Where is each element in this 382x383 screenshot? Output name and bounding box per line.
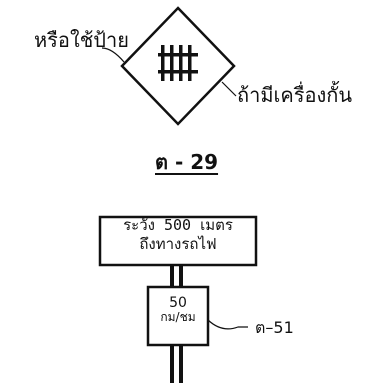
- railroad-distance-sign-assembly: [98, 215, 258, 383]
- sign-line-2: ถึงทางรถไฟ: [139, 235, 217, 253]
- caption-pointer-lines: [101, 47, 237, 97]
- track-symbol: [158, 45, 198, 81]
- if-barrier-caption: ถ้ามีเครื่องกั้น: [237, 83, 353, 107]
- railroad-distance-sign-text: ระวัง 500 เมตร ถึงทางรถไฟ: [98, 216, 258, 254]
- or-sign-caption: หรือใช้ป้าย: [34, 28, 129, 52]
- railroad-track-diamond-icon: [120, 6, 236, 126]
- sign-code-top: ต - 29: [155, 150, 219, 174]
- sign-line-1: ระวัง 500 เมตร: [123, 216, 233, 234]
- speed-limit-value: 50: [169, 295, 187, 311]
- sign-code-bottom: ต–51: [255, 318, 294, 337]
- speed-limit-unit: กม/ชม: [160, 310, 196, 324]
